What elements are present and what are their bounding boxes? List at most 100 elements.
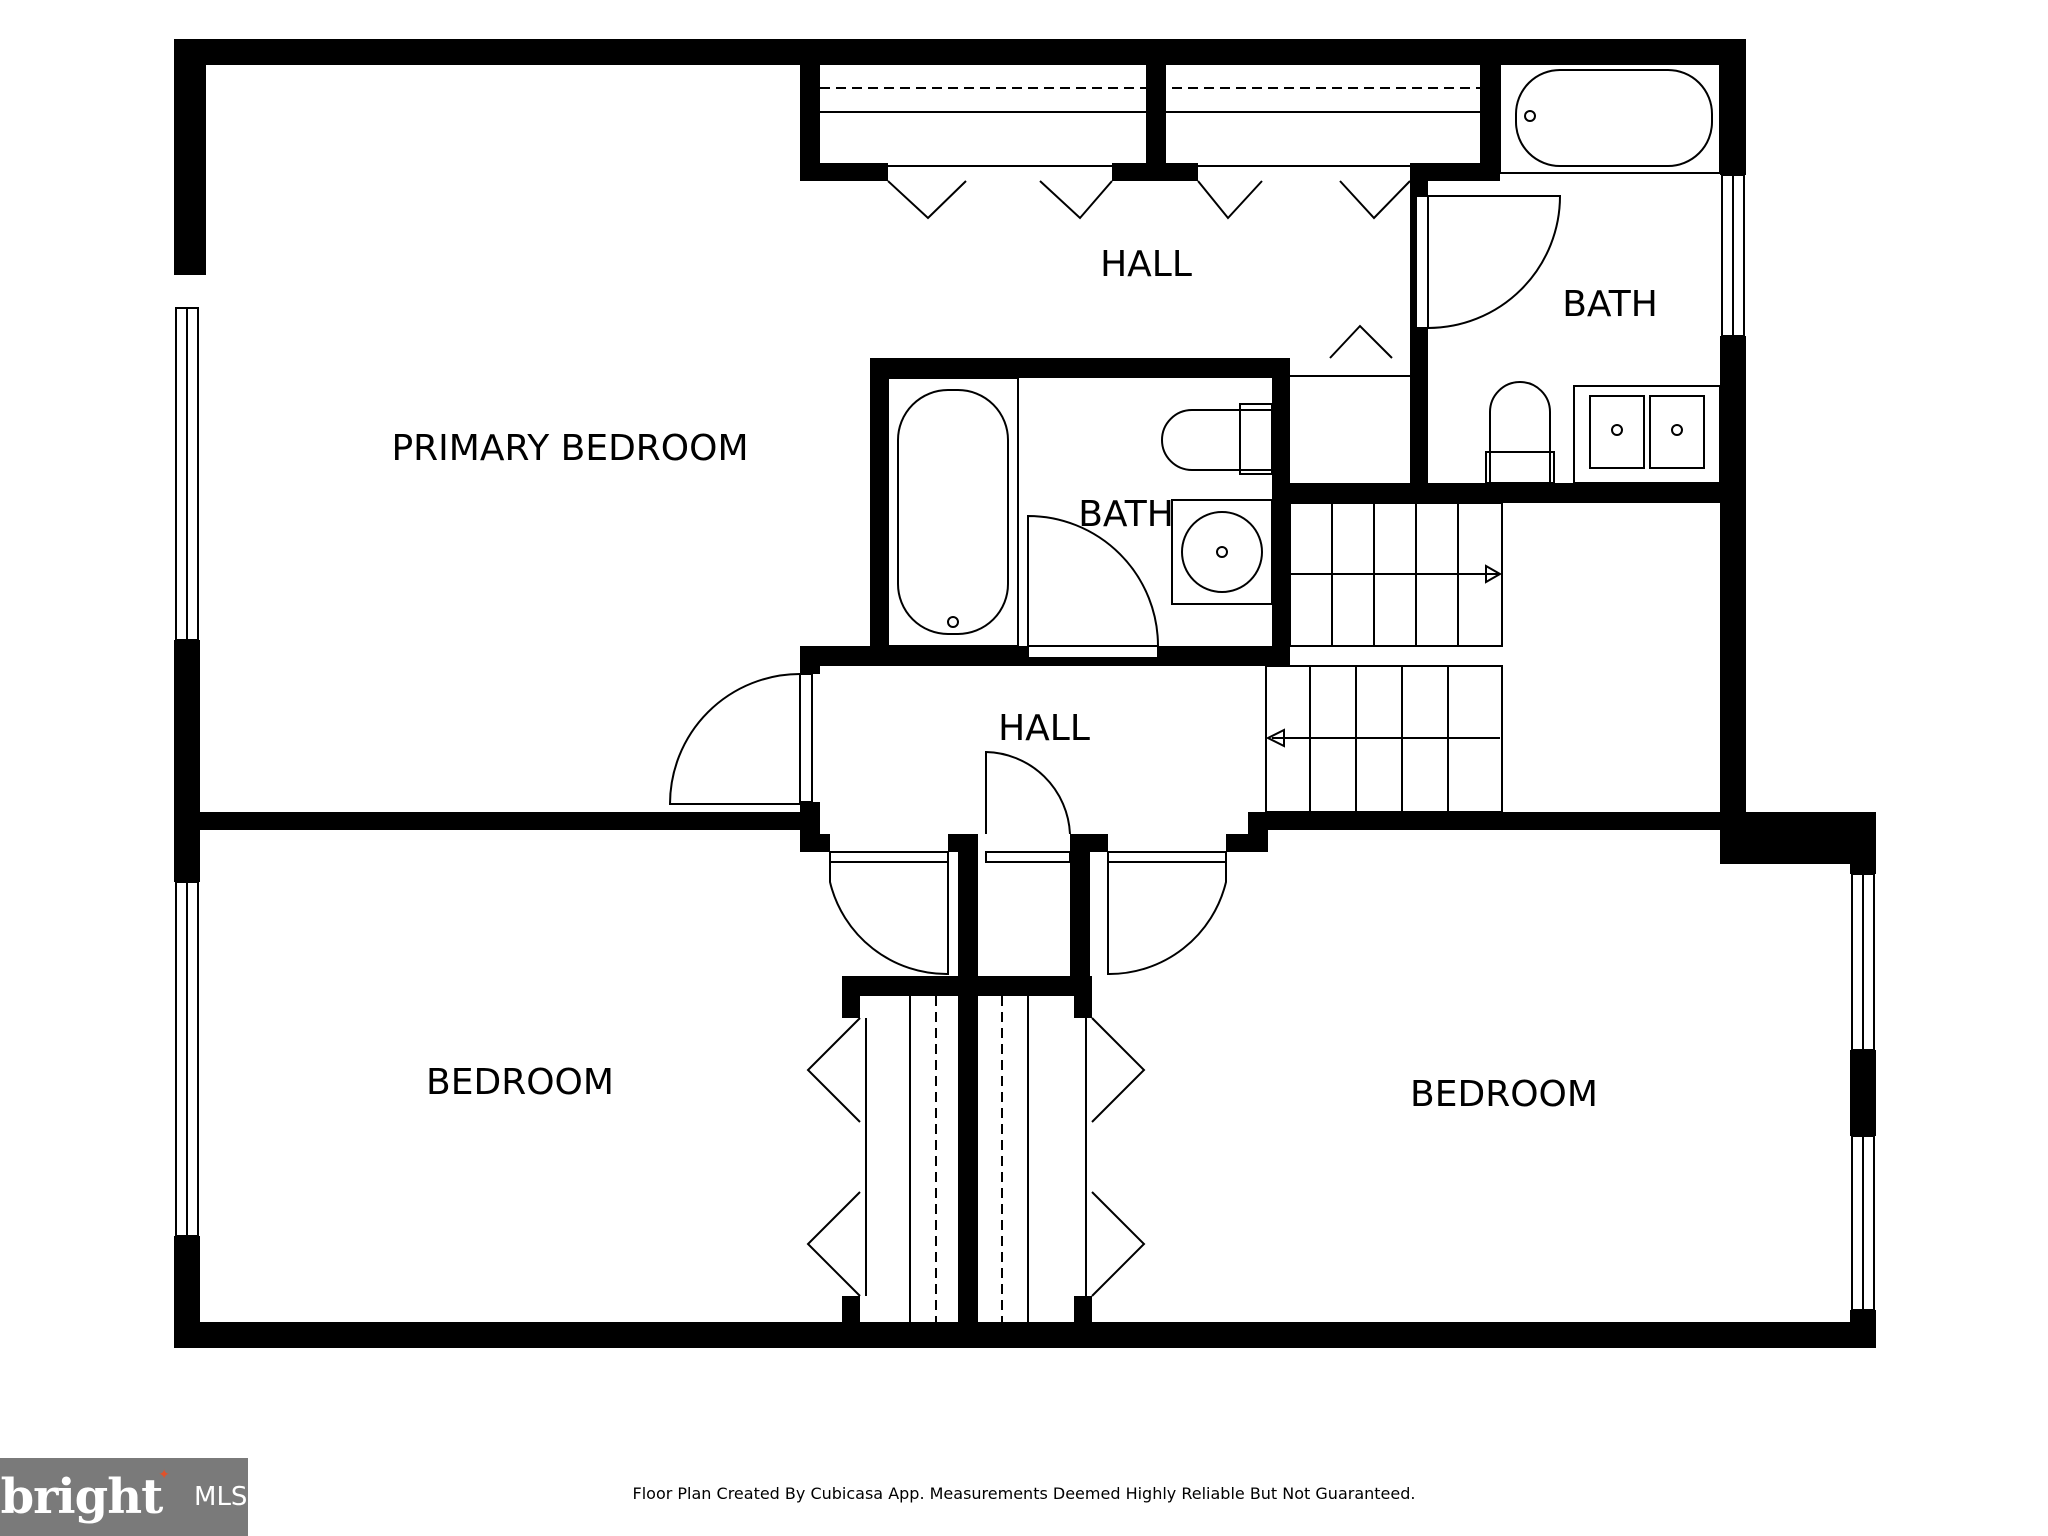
sink-drain [1216, 546, 1228, 558]
hall-lower-bottom-c [1070, 834, 1108, 852]
bifold-door [806, 1191, 861, 1297]
logo-wordmark: bright [0, 1469, 164, 1525]
stair-lower-run [1265, 665, 1503, 813]
bifold-door [1091, 1191, 1146, 1297]
door-leaf [1027, 645, 1159, 659]
door-swing-bedroom-right [1107, 852, 1227, 976]
room-label-primary-bedroom: PRIMARY BEDROOM [391, 428, 748, 469]
door-swing-primary-bedroom [668, 673, 801, 805]
wall-right-lower-a [1850, 812, 1876, 874]
linen-closet-bottom [1272, 483, 1428, 503]
hall-lower-doors [668, 673, 1227, 976]
bifold-door [887, 180, 967, 220]
tub-drain [947, 616, 959, 628]
bifold-door [1339, 180, 1411, 220]
outer-walls [174, 39, 1876, 1348]
wall-left-upper [174, 39, 200, 275]
sink-right-a [1589, 395, 1645, 469]
hall-lower-bottom-b [948, 834, 978, 852]
closet-top-bottom-right [1410, 163, 1500, 181]
closet-lower-left-wall-b [842, 1296, 860, 1348]
door-leaf [985, 851, 1071, 863]
bath-center-right-wall [1272, 358, 1290, 658]
toilet-tank [1239, 403, 1273, 475]
door-swing-bath-right [1427, 195, 1562, 329]
logo-star-icon: ✦ [158, 1467, 171, 1483]
door-swing-bath-center [1027, 514, 1159, 647]
bifold-door [806, 1017, 861, 1123]
room-label-hall-lower: HALL [998, 708, 1090, 749]
wall-left-mid [174, 640, 200, 882]
stairs [1265, 502, 1503, 813]
toilet-center [1161, 409, 1273, 471]
closet-top-bottom-mid [1112, 163, 1198, 181]
linen-closet [1290, 324, 1410, 377]
door-swing-bedroom-left [829, 852, 949, 976]
closet-top-right-wall [1480, 55, 1500, 181]
bathtub-right [1499, 54, 1721, 174]
closet-divider-left [958, 852, 978, 990]
stair-arrow-head [1485, 564, 1503, 584]
bath-center-top-wall [870, 358, 1290, 378]
wall-right-upper-b [1720, 336, 1746, 820]
door-leaf [799, 673, 813, 803]
closet-top-left-wall [800, 55, 820, 181]
room-label-bath-right: BATH [1562, 284, 1658, 325]
closet-lower-mid-wall [958, 976, 978, 1348]
bifold-door [1329, 324, 1393, 359]
bath-center-left-wall [870, 358, 888, 658]
sink-drain [1611, 424, 1623, 436]
bath-center-fixtures [887, 377, 1273, 659]
vanity-right [1573, 385, 1721, 484]
wall-bottom [174, 1322, 1876, 1348]
room-label-hall-upper: HALL [1100, 244, 1192, 285]
wall-top [174, 39, 1746, 65]
bathtub-center-basin [897, 389, 1009, 635]
bifold-door [1039, 180, 1113, 220]
bath-right-bottom-wall [1410, 483, 1746, 503]
wall-right-upper-a [1720, 39, 1746, 175]
closet-lower-left-wall-a [842, 976, 860, 1018]
bedroom-right-top-wall [1248, 812, 1748, 830]
closet-top-mid-wall [1146, 55, 1166, 181]
closet-lower-right-wall-b [1074, 1296, 1092, 1348]
room-label-bedroom-right: BEDROOM [1410, 1074, 1598, 1115]
door-leaf [1107, 851, 1227, 863]
primary-bedroom-notch [196, 65, 206, 275]
top-closets [820, 87, 1480, 220]
closet-divider-right [1070, 852, 1090, 990]
bright-mls-logo: bright✦ MLS [0, 1458, 248, 1536]
closet-lower-right-wall-a [1074, 976, 1092, 1018]
toilet-right [1489, 381, 1551, 484]
room-label-bedroom-left: BEDROOM [426, 1062, 614, 1103]
sink-center-basin [1181, 511, 1263, 593]
primary-bedroom-bottom-wall [174, 812, 820, 830]
bifold-door [1091, 1017, 1146, 1123]
lower-closets [806, 996, 1146, 1322]
windows [175, 174, 1875, 1311]
bifold-door [1197, 180, 1263, 220]
door-leaf [1415, 195, 1429, 329]
sink-right-b [1649, 395, 1705, 469]
tub-drain [1524, 110, 1536, 122]
bath-right-fixtures [1415, 54, 1721, 484]
door-leaf [829, 851, 949, 863]
wall-right-lower-b [1850, 1050, 1876, 1136]
sink-center [1171, 499, 1273, 605]
room-labels: HALL BATH PRIMARY BEDROOM BATH HALL BEDR… [391, 244, 1657, 1115]
hall-lower-left-wall [800, 646, 820, 674]
bathtub-right-basin [1515, 69, 1713, 167]
bathtub-center [887, 377, 1019, 647]
linen-closet-right-wall [1410, 358, 1428, 503]
closet-top-bottom-left [800, 163, 888, 181]
toilet-tank [1485, 451, 1555, 484]
interior-walls [174, 55, 1748, 1348]
stair-arrow-head [1265, 728, 1285, 748]
hall-lower-bottom-a [800, 834, 830, 852]
disclaimer-text: Floor Plan Created By Cubicasa App. Meas… [632, 1484, 1416, 1503]
room-label-bath-center: BATH [1078, 494, 1174, 535]
sink-drain [1671, 424, 1683, 436]
door-swing-hall-closet [985, 750, 1071, 835]
logo-suffix: MLS [194, 1482, 248, 1512]
